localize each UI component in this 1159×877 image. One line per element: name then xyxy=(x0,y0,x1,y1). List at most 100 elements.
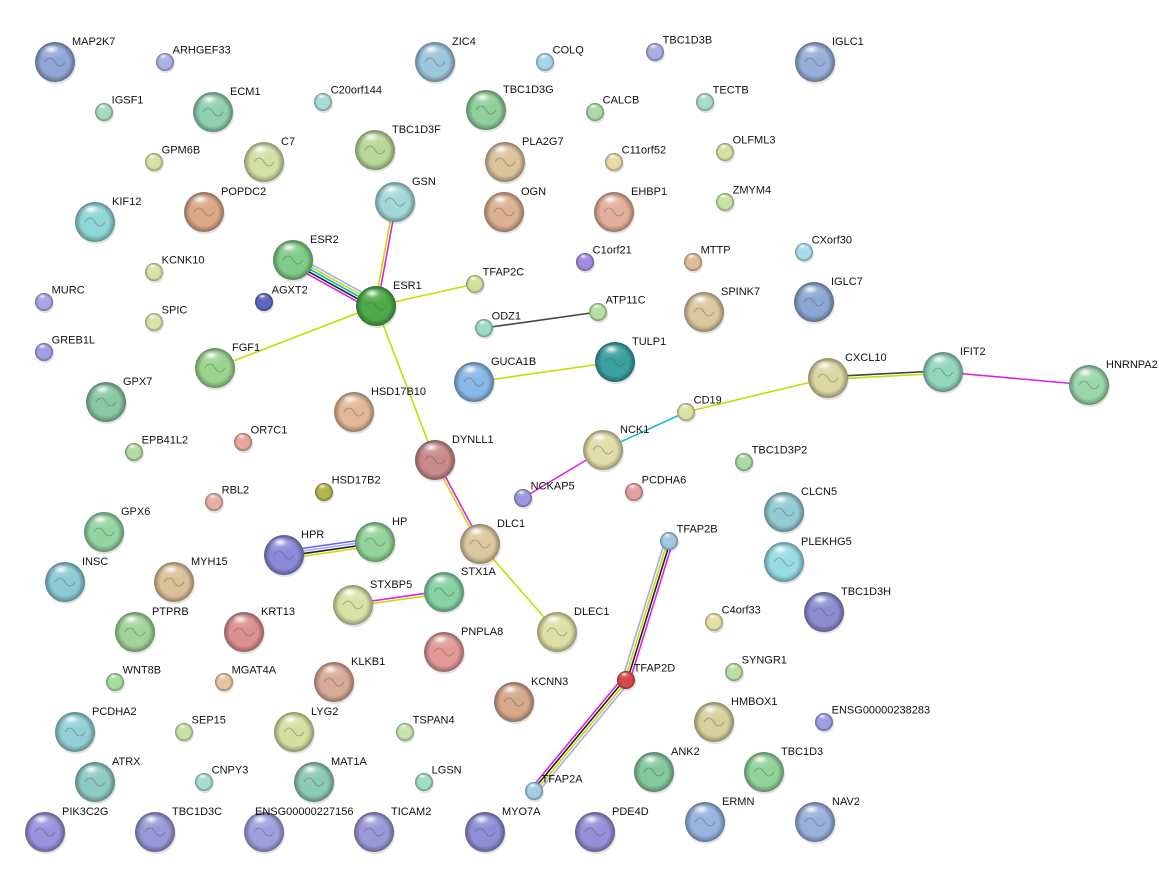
node-spink7[interactable] xyxy=(684,292,725,334)
node-spic[interactable] xyxy=(145,313,164,333)
node-greb1l[interactable] xyxy=(35,343,54,363)
node-wnt8b[interactable] xyxy=(106,673,125,693)
node-iglc1[interactable] xyxy=(795,42,836,84)
node-myo7a[interactable] xyxy=(465,812,506,854)
node-esr2[interactable] xyxy=(273,240,314,282)
node-hsd17b2[interactable] xyxy=(315,483,334,503)
node-rbl2[interactable] xyxy=(205,493,224,513)
node-or7c1[interactable] xyxy=(234,433,253,453)
node-tbc1d3h[interactable] xyxy=(804,592,845,634)
node-mttp[interactable] xyxy=(684,253,703,273)
node-ensg00000238283[interactable] xyxy=(815,713,834,733)
node-ogn[interactable] xyxy=(484,192,525,234)
node-stx1a[interactable] xyxy=(424,572,465,614)
edge-odz1-atp11c[interactable] xyxy=(483,311,599,329)
node-klkb1[interactable] xyxy=(314,662,355,704)
node-sep15[interactable] xyxy=(175,723,194,743)
node-murc[interactable] xyxy=(35,293,54,313)
node-guca1b[interactable] xyxy=(454,362,495,404)
node-ticam2[interactable] xyxy=(354,812,395,854)
node-c11orf52[interactable] xyxy=(605,153,624,173)
node-zic4[interactable] xyxy=(415,42,456,84)
node-ensg00000227156[interactable] xyxy=(244,812,285,854)
node-esr1[interactable] xyxy=(356,286,397,328)
node-ecm1[interactable] xyxy=(193,92,234,134)
node-clcn5[interactable] xyxy=(764,492,805,534)
node-hp[interactable] xyxy=(355,522,396,564)
node-kcnn3[interactable] xyxy=(494,682,535,724)
node-ermn[interactable] xyxy=(685,802,726,844)
node-gpm6b[interactable] xyxy=(145,153,164,173)
node-gpx7[interactable] xyxy=(86,382,127,424)
node-pcdha6[interactable] xyxy=(625,483,644,503)
node-tulp1[interactable] xyxy=(595,342,636,384)
edge-ifit2-hnrnpa2[interactable] xyxy=(942,371,1090,386)
node-tfap2b[interactable] xyxy=(660,532,679,552)
node-myh15[interactable] xyxy=(154,562,195,604)
node-gpx6[interactable] xyxy=(84,512,125,554)
node-krt13[interactable] xyxy=(224,612,265,654)
node-olfml3[interactable] xyxy=(716,143,735,163)
node-gsn[interactable] xyxy=(375,182,416,224)
node-tbc1d3c[interactable] xyxy=(135,812,176,854)
node-tbc1d3p2[interactable] xyxy=(735,453,754,473)
node-hnrnpa2[interactable] xyxy=(1069,365,1110,407)
edge-tfap2d-tfap2a[interactable] xyxy=(530,677,630,794)
edge-guca1b-tulp1[interactable] xyxy=(473,361,616,383)
node-nck1[interactable] xyxy=(583,430,624,472)
node-c4orf33[interactable] xyxy=(705,613,724,633)
node-cxcl10[interactable] xyxy=(808,358,849,400)
edge-tfap2b-tfap2d[interactable] xyxy=(621,539,674,682)
node-mat1a[interactable] xyxy=(294,762,335,804)
node-hpr[interactable] xyxy=(264,535,305,577)
node-map2k7[interactable] xyxy=(35,42,76,84)
node-insc[interactable] xyxy=(45,562,86,604)
node-pcdha2[interactable] xyxy=(55,712,96,754)
node-igsf1[interactable] xyxy=(95,103,114,123)
node-hsd17b10[interactable] xyxy=(334,392,375,434)
node-syngr1[interactable] xyxy=(725,663,744,683)
node-pnpla8[interactable] xyxy=(424,632,465,674)
node-pik3c2g[interactable] xyxy=(25,812,66,854)
node-epb41l2[interactable] xyxy=(125,443,144,463)
node-tbc1d3[interactable] xyxy=(744,752,785,794)
node-cxorf30[interactable] xyxy=(795,243,814,263)
node-cnpy3[interactable] xyxy=(195,773,214,793)
node-tfap2d[interactable] xyxy=(617,671,636,691)
edge-esr1-fgf1[interactable] xyxy=(214,305,377,369)
node-nav2[interactable] xyxy=(795,802,836,844)
node-c7[interactable] xyxy=(244,142,285,184)
node-iglc7[interactable] xyxy=(794,282,835,324)
node-cd19[interactable] xyxy=(677,403,696,423)
node-agxt2[interactable] xyxy=(255,293,274,313)
node-atrx[interactable] xyxy=(75,762,116,804)
node-tfap2a[interactable] xyxy=(525,782,544,802)
node-nckap5[interactable] xyxy=(514,489,533,509)
node-mgat4a[interactable] xyxy=(215,673,234,693)
node-tbc1d3g[interactable] xyxy=(466,90,507,132)
node-dynll1[interactable] xyxy=(415,440,456,482)
node-ifit2[interactable] xyxy=(923,352,964,394)
node-tfap2c[interactable] xyxy=(466,275,485,295)
node-tbc1d3f[interactable] xyxy=(355,130,396,172)
node-odz1[interactable] xyxy=(475,319,494,339)
node-lgsn[interactable] xyxy=(415,773,434,793)
node-ptprb[interactable] xyxy=(115,612,156,654)
node-kcnk10[interactable] xyxy=(145,263,164,283)
node-kif12[interactable] xyxy=(75,202,116,244)
node-pde4d[interactable] xyxy=(575,812,616,854)
node-ank2[interactable] xyxy=(634,752,675,794)
node-tectb[interactable] xyxy=(696,93,715,113)
node-fgf1[interactable] xyxy=(195,348,236,390)
node-plekhg5[interactable] xyxy=(764,542,805,584)
node-tspan4[interactable] xyxy=(396,723,415,743)
node-arhgef33[interactable] xyxy=(156,53,175,73)
node-dlec1[interactable] xyxy=(537,612,578,654)
node-ehbp1[interactable] xyxy=(594,192,635,234)
node-dlc1[interactable] xyxy=(460,524,501,566)
node-c1orf21[interactable] xyxy=(576,253,595,273)
node-colq[interactable] xyxy=(536,53,555,73)
node-calcb[interactable] xyxy=(586,103,605,123)
node-popdc2[interactable] xyxy=(184,192,225,234)
edge-esr1-dynll1[interactable] xyxy=(375,305,436,461)
